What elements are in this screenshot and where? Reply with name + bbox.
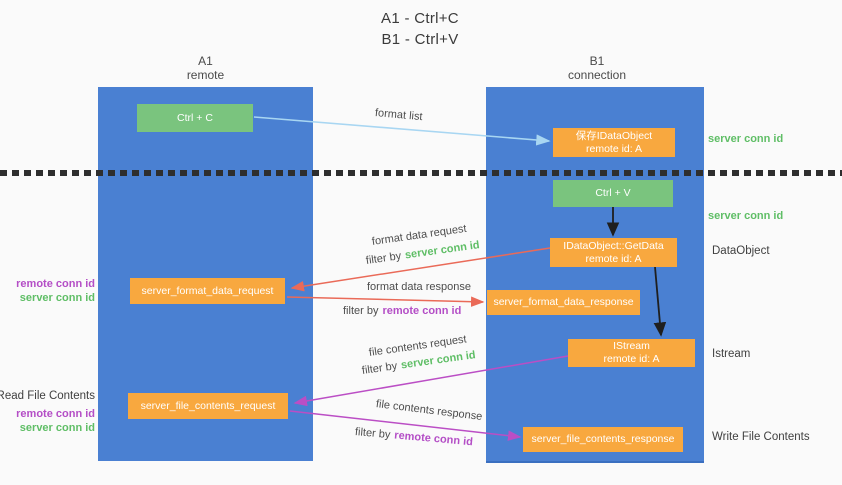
server-conn-id-text-1: server conn id	[404, 239, 481, 262]
node-server-file-contents-response: server_file_contents_response	[523, 427, 683, 452]
lane-b1-name: B1	[589, 54, 605, 68]
remote-conn-id-text-1: remote conn id	[382, 305, 462, 317]
format-data-response-label: format data response	[367, 281, 471, 293]
server-format-data-request-label: server_format_data_request	[141, 284, 274, 297]
istream-line2: remote id: A	[603, 353, 660, 365]
diagram-title: A1 - Ctrl+C B1 - Ctrl+V	[330, 8, 510, 50]
save-idataobject-line1: 保存IDataObject	[575, 129, 653, 142]
format-list-label: format list	[374, 107, 424, 124]
filter-by-text-2: filter by	[343, 305, 379, 317]
file-contents-response-label: file contents response	[375, 398, 483, 423]
left-read-file-contents-label: Read File Contents	[0, 390, 95, 402]
node-istream: IStream remote id: A	[568, 339, 695, 367]
filter-by-text-4: filter by	[354, 426, 391, 442]
left-server-conn-id-2: server conn id	[19, 422, 95, 434]
left-remote-conn-id-1: remote conn id	[16, 278, 95, 290]
save-idataobject-line2: remote id: A	[585, 142, 643, 155]
lane-header-a1: A1 remote	[98, 54, 313, 82]
getdata-line1: IDataObject::GetData	[563, 239, 664, 252]
right-write-file-contents-label: Write File Contents	[712, 431, 810, 443]
node-server-format-data-request: server_format_data_request	[130, 278, 285, 304]
ctrl-v-label: Ctrl + V	[595, 187, 631, 199]
dotted-divider	[0, 170, 842, 176]
filter-by-text-3: filter by	[361, 360, 398, 377]
right-server-conn-id-top: server conn id	[708, 133, 784, 145]
lane-a1-role: remote	[186, 68, 225, 82]
right-dataobject-label: DataObject	[712, 245, 770, 257]
title-line-1: A1 - Ctrl+C	[381, 10, 459, 27]
node-server-file-contents-request: server_file_contents_request	[128, 393, 288, 419]
istream-line1: IStream	[613, 340, 650, 352]
server-file-contents-response-label: server_file_contents_response	[531, 433, 675, 445]
ctrl-c-label: Ctrl + C	[177, 111, 213, 124]
lane-b1-role: connection	[567, 68, 627, 82]
lane-a1-name: A1	[198, 54, 213, 68]
filter-by-text-1: filter by	[365, 250, 402, 267]
server-format-data-response-label: server_format_data_response	[493, 296, 634, 308]
node-getdata: IDataObject::GetData remote id: A	[550, 238, 677, 267]
right-istream-label: Istream	[712, 348, 751, 360]
left-remote-conn-id-2: remote conn id	[16, 408, 95, 420]
format-data-response-arrow	[286, 296, 485, 307]
node-save-idataobject: 保存IDataObject remote id: A	[553, 128, 675, 157]
node-ctrl-c: Ctrl + C	[137, 104, 253, 132]
node-ctrl-v: Ctrl + V	[553, 180, 673, 207]
server-file-contents-request-label: server_file_contents_request	[140, 399, 276, 412]
left-server-conn-id-1: server conn id	[19, 292, 95, 304]
node-server-format-data-response: server_format_data_response	[487, 290, 640, 315]
getdata-line2: remote id: A	[585, 252, 642, 265]
title-line-2: B1 - Ctrl+V	[381, 31, 459, 48]
lane-header-b1: B1 connection	[488, 54, 706, 82]
right-server-conn-id-mid: server conn id	[708, 210, 784, 222]
remote-conn-id-text-2: remote conn id	[393, 429, 474, 449]
